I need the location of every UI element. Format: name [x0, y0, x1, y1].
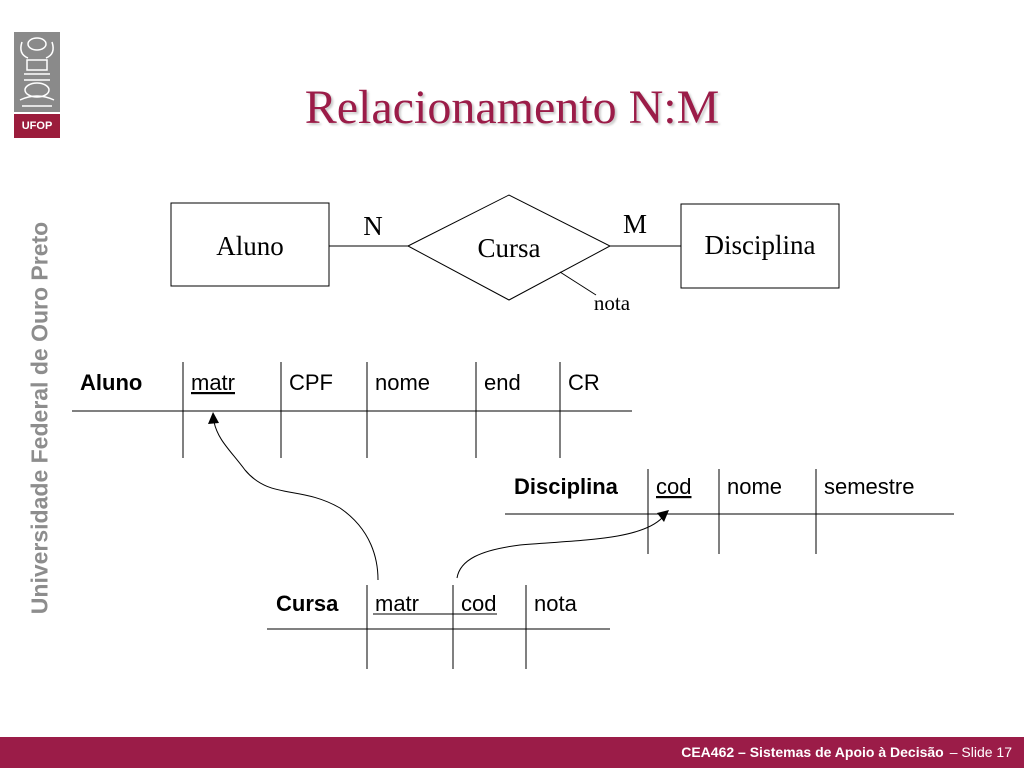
table-disciplina-col-semestre: semestre [824, 474, 914, 499]
footer-text: CEA462 – Sistemas de Apoio à Decisão – Sl… [681, 744, 1012, 760]
table-cursa-name: Cursa [276, 591, 339, 616]
ufop-emblem-icon [14, 32, 60, 112]
table-aluno: Aluno matr CPF nome end CR [72, 362, 632, 458]
table-aluno-col-cpf: CPF [289, 370, 333, 395]
table-disciplina-col-nome: nome [727, 474, 782, 499]
table-disciplina: Disciplina cod nome semestre [505, 469, 954, 554]
table-cursa-col-cod: cod [461, 591, 496, 616]
ufop-logo: UFOP [14, 32, 60, 138]
entity-disciplina-box [680, 203, 840, 289]
relationship-cursa-label: Cursa [478, 233, 541, 263]
table-cursa: Cursa matr cod nota [267, 585, 610, 669]
cardinality-m: M [623, 209, 647, 239]
entity-aluno-box [170, 202, 330, 287]
footer-course: CEA462 – Sistemas de Apoio à Decisão [681, 744, 944, 760]
table-aluno-name: Aluno [80, 370, 142, 395]
table-disciplina-name: Disciplina [514, 474, 619, 499]
table-aluno-col-cr: CR [568, 370, 600, 395]
footer-bar: CEA462 – Sistemas de Apoio à Decisão – Sl… [0, 737, 1024, 768]
entity-disciplina-label: Disciplina [705, 230, 816, 260]
fk-arrowhead-matr [208, 412, 219, 424]
fk-arrow-cod [456, 517, 663, 579]
table-disciplina-col-cod: cod [656, 474, 691, 499]
entity-aluno-label: Aluno [216, 231, 284, 261]
cardinality-n: N [363, 211, 383, 241]
table-aluno-col-nome: nome [375, 370, 430, 395]
table-aluno-col-matr: matr [191, 370, 235, 395]
fk-arrow-matr [213, 421, 379, 581]
attribute-nota-label: nota [594, 291, 631, 315]
footer-slide-number: – Slide 17 [949, 744, 1012, 760]
table-aluno-col-end: end [484, 370, 521, 395]
table-cursa-col-nota: nota [534, 591, 578, 616]
attribute-connector [559, 271, 597, 296]
slide-title: Relacionamento N:M [304, 81, 720, 134]
table-cursa-col-matr: matr [375, 591, 419, 616]
fk-arrowhead-cod [657, 510, 669, 522]
er-diagram: Aluno Cursa Disciplina N M nota Aluno ma… [72, 194, 954, 669]
ufop-logo-label: UFOP [14, 114, 60, 138]
